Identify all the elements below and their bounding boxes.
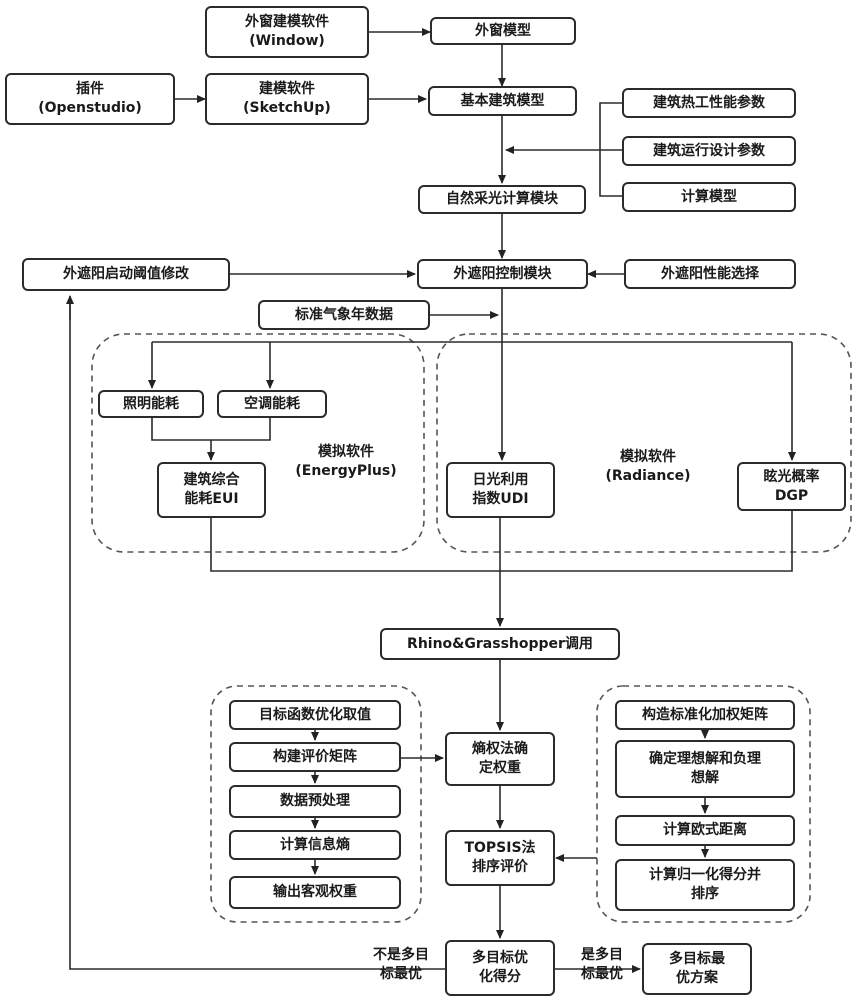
shading-select-box[interactable]: 外遮阳性能选择 — [624, 259, 796, 289]
plugin-box[interactable]: 插件 (Openstudio) — [5, 73, 175, 125]
obj-func-box[interactable]: 目标函数优化取值 — [229, 700, 401, 730]
is-optimal-label: 是多目 标最优 — [562, 946, 642, 984]
eval-matrix-box[interactable]: 构建评价矩阵 — [229, 742, 401, 772]
energyplus-label: 模拟软件 (EnergyPlus) — [276, 443, 416, 481]
euclid-box[interactable]: 计算欧式距离 — [615, 815, 795, 846]
threshold-modify-box[interactable]: 外遮阳启动阈值修改 — [22, 258, 230, 291]
basic-model-box[interactable]: 基本建筑模型 — [428, 86, 577, 116]
weather-data-box[interactable]: 标准气象年数据 — [258, 300, 430, 330]
udi-box[interactable]: 日光利用 指数UDI — [446, 462, 555, 518]
info-entropy-box[interactable]: 计算信息熵 — [229, 830, 401, 860]
normalize-score-box[interactable]: 计算归一化得分并 排序 — [615, 859, 795, 911]
radiance-group — [437, 334, 851, 552]
entropy-weight-box[interactable]: 熵权法确 定权重 — [445, 732, 555, 786]
radiance-label: 模拟软件 (Radiance) — [578, 448, 718, 486]
topsis-box[interactable]: TOPSIS法 排序评价 — [445, 830, 555, 886]
preprocess-box[interactable]: 数据预处理 — [229, 785, 401, 818]
obj-weight-box[interactable]: 输出客观权重 — [229, 876, 401, 909]
window-model-box[interactable]: 外窗模型 — [430, 17, 576, 45]
operation-params-box[interactable]: 建筑运行设计参数 — [622, 136, 796, 166]
daylight-module-box[interactable]: 自然采光计算模块 — [418, 185, 586, 214]
shading-control-box[interactable]: 外遮阳控制模块 — [417, 259, 588, 289]
eui-box[interactable]: 建筑综合 能耗EUI — [157, 462, 266, 518]
multi-score-box[interactable]: 多目标优 化得分 — [445, 940, 555, 996]
ac-energy-box[interactable]: 空调能耗 — [217, 390, 327, 418]
dgp-box[interactable]: 眩光概率 DGP — [737, 462, 846, 511]
modeling-software-box[interactable]: 建模软件 (SketchUp) — [205, 73, 369, 125]
calc-model-box[interactable]: 计算模型 — [622, 182, 796, 212]
not-optimal-label: 不是多目 标最优 — [356, 946, 446, 984]
norm-matrix-box[interactable]: 构造标准化加权矩阵 — [615, 700, 795, 730]
rhino-box[interactable]: Rhino&Grasshopper调用 — [380, 628, 620, 660]
thermal-params-box[interactable]: 建筑热工性能参数 — [622, 88, 796, 118]
lighting-energy-box[interactable]: 照明能耗 — [98, 390, 204, 418]
window-software-box[interactable]: 外窗建模软件 (Window) — [205, 6, 369, 58]
best-plan-box[interactable]: 多目标最 优方案 — [642, 943, 752, 995]
ideal-solution-box[interactable]: 确定理想解和负理 想解 — [615, 740, 795, 798]
